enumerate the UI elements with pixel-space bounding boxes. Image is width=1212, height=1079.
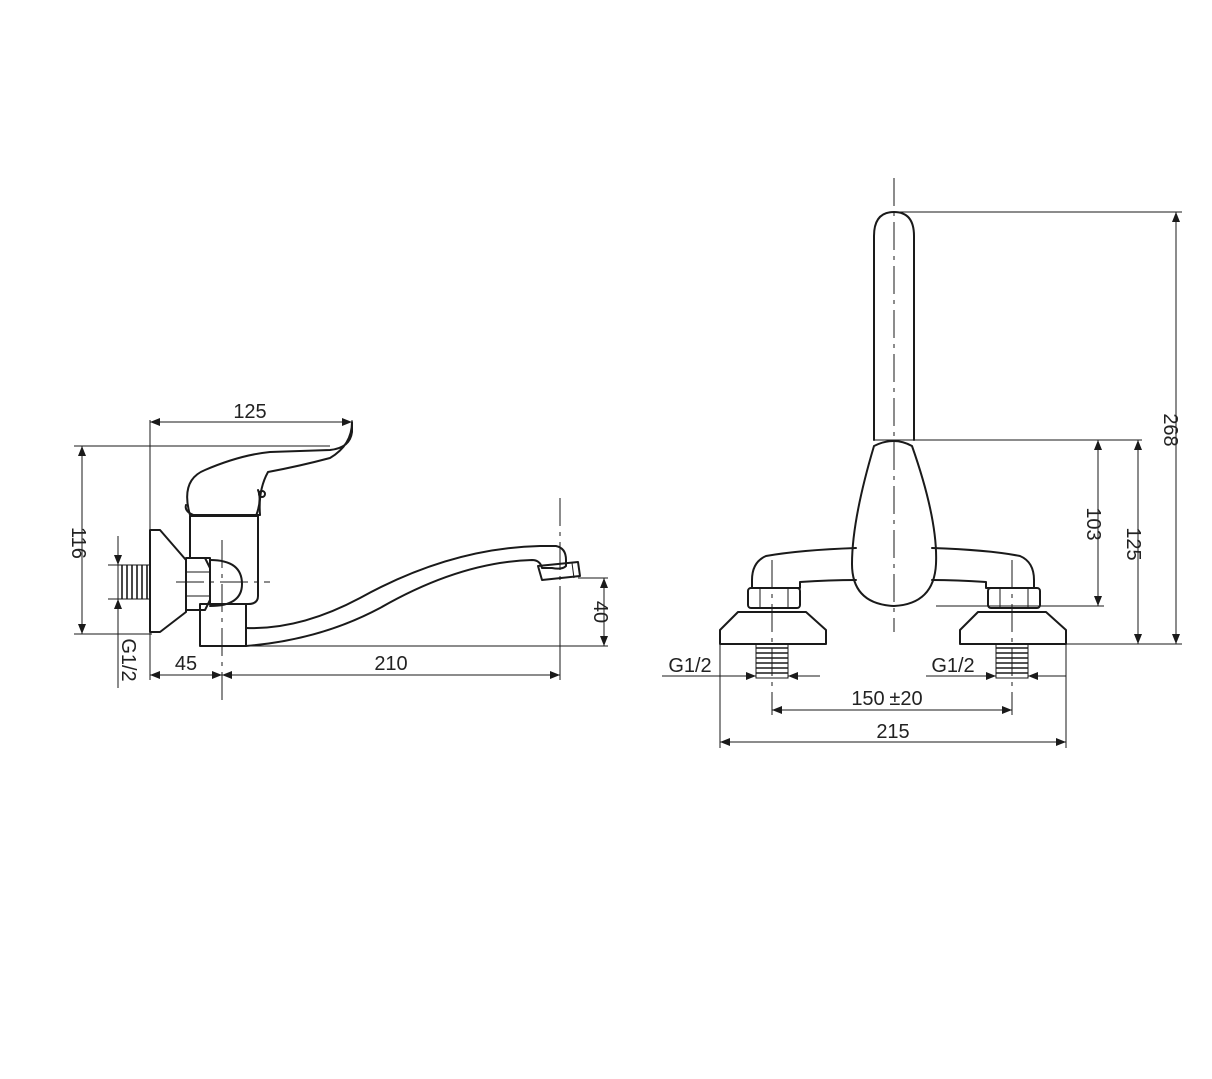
front-right-flange xyxy=(959,611,1067,645)
dim-front-total-width-label: 215 xyxy=(876,721,909,743)
front-crossbar xyxy=(751,547,857,589)
dim-body-height-outer-label: 125 xyxy=(1122,527,1144,560)
lever-handle xyxy=(186,421,353,516)
lever-cap xyxy=(184,489,261,517)
front-thread-label-left: G1/2 xyxy=(668,655,711,677)
wall-flange xyxy=(149,529,187,633)
thread-connector xyxy=(117,564,151,600)
front-right-nut xyxy=(987,587,1041,609)
dim-body-height-inner-label: 103 xyxy=(1082,507,1104,540)
spout-collar xyxy=(199,603,247,647)
front-left-nut xyxy=(747,587,801,609)
front-left-flange xyxy=(719,611,827,645)
front-crossbar-right xyxy=(931,547,1035,589)
dim-wall-offset-label: 45 xyxy=(175,653,197,675)
front-view: 268 103 125 G1/2 G1/2 150 ±20 215 xyxy=(662,178,1182,748)
dim-center-tolerance-label: ±20 xyxy=(889,688,922,710)
side-view: 125 116 G1/2 45 210 40 xyxy=(67,401,611,700)
thread-label: G1/2 xyxy=(117,638,139,681)
spout xyxy=(245,545,567,647)
valve-body xyxy=(189,515,259,605)
handle-screw-icon xyxy=(258,490,266,498)
front-lever-body xyxy=(851,440,938,607)
dim-center-distance-label: 150 xyxy=(851,688,884,710)
aerator xyxy=(537,561,581,581)
dim-total-height-label: 116 xyxy=(67,527,89,559)
dim-lever-length-label: 125 xyxy=(233,401,266,423)
dim-spout-reach-label: 210 xyxy=(374,653,407,675)
hex-nut xyxy=(185,557,211,611)
cartridge-housing xyxy=(209,559,243,607)
dim-spout-height-label: 40 xyxy=(589,601,611,623)
front-thread-label-right: G1/2 xyxy=(931,655,974,677)
dim-front-total-height-label: 268 xyxy=(1159,413,1181,446)
